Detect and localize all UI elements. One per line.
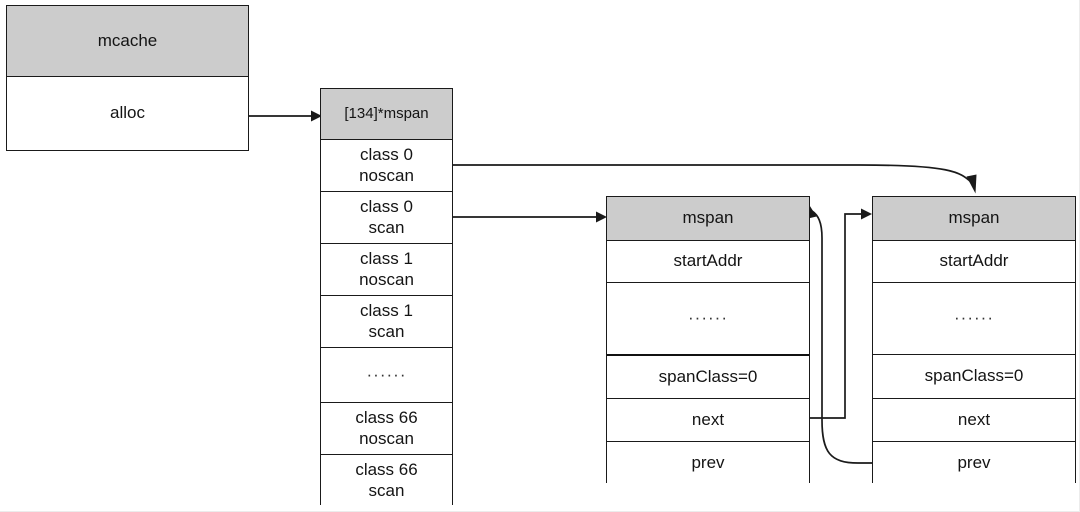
alloc-array-row-class0-scan: class 0 scan (321, 191, 452, 243)
mspan-2-row-startaddr: startAddr (873, 240, 1075, 282)
mspan-1-row-spanclass: spanClass=0 (607, 354, 809, 398)
mcache-box: mcache alloc (6, 5, 249, 151)
alloc-array-row-class0-noscan: class 0 noscan (321, 139, 452, 191)
alloc-array-box: [134]*mspan class 0 noscan class 0 scan … (320, 88, 453, 506)
mcache-field-alloc: alloc (7, 76, 248, 149)
alloc-array-row-class1-scan: class 1 scan (321, 295, 452, 347)
connector-mspan1-next-to-mspan2 (810, 208, 872, 419)
mspan-1-row-next: next (607, 398, 809, 441)
mspan-2-row-prev: prev (873, 441, 1075, 484)
mspan-1-row-startaddr: startAddr (607, 240, 809, 282)
connector-alloc-to-array (249, 110, 322, 122)
mspan-1-header: mspan (607, 197, 809, 240)
mspan-2-row-spanclass: spanClass=0 (873, 354, 1075, 398)
mcache-header: mcache (7, 6, 248, 76)
mspan-2-row-next: next (873, 398, 1075, 441)
mspan-1-box: mspan startAddr ······ spanClass=0 next … (606, 196, 810, 484)
alloc-array-row-class66-noscan: class 66 noscan (321, 402, 452, 454)
connector-class0scan-to-mspan1 (453, 211, 607, 223)
mspan-2-header: mspan (873, 197, 1075, 240)
mspan-2-row-ellipsis: ······ (873, 282, 1075, 354)
alloc-array-row-ellipsis: ······ (321, 347, 452, 402)
alloc-array-row-class1-noscan: class 1 noscan (321, 243, 452, 295)
mspan-2-box: mspan startAddr ······ spanClass=0 next … (872, 196, 1076, 484)
connector-class0noscan-to-mspan2 (453, 164, 977, 194)
mspan-1-row-ellipsis: ······ (607, 282, 809, 354)
alloc-array-row-class66-scan: class 66 scan (321, 454, 452, 506)
mspan-1-row-prev: prev (607, 441, 809, 484)
connector-mspan2-prev-to-mspan1 (806, 200, 872, 464)
alloc-array-header: [134]*mspan (321, 89, 452, 139)
